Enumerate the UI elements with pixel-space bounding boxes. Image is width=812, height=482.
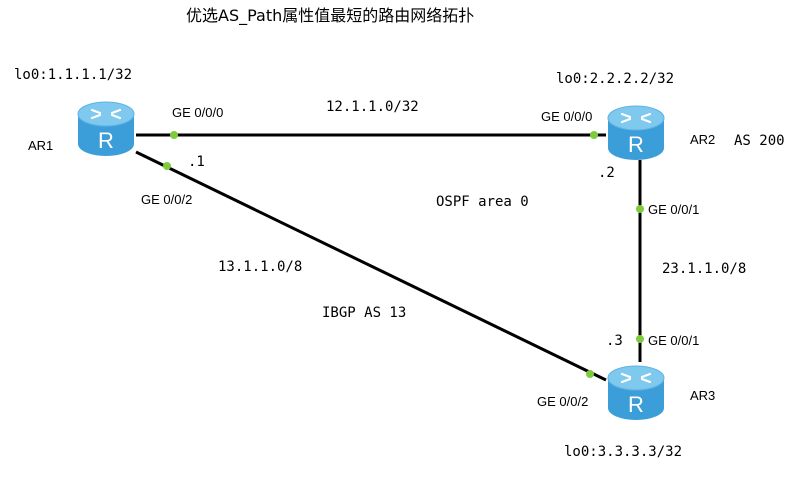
port-dot-ar3-ge001	[636, 335, 644, 343]
port-dot-ar2-ge000	[590, 131, 598, 139]
router-glyph: R	[628, 132, 644, 157]
ar2-as: AS 200	[734, 133, 785, 149]
router-ar2-icon[interactable]: R	[606, 104, 666, 162]
subnet-ar2-ar3: 23.1.1.0/8	[662, 261, 747, 277]
ar2-loopback: lo0:2.2.2.2/32	[556, 71, 675, 87]
ar2-port-ge000: GE 0/0/0	[541, 109, 593, 124]
ar2-name: AR2	[690, 132, 716, 147]
ibgp-label: IBGP AS 13	[322, 305, 407, 321]
router-ar3-icon[interactable]: R	[606, 364, 666, 422]
ar1-loopback: lo0:1.1.1.1/32	[14, 67, 133, 83]
router-glyph: R	[98, 128, 114, 153]
link-ar1-ar3	[135, 150, 607, 382]
ar2-host-id: .2	[598, 165, 615, 181]
ar1-host-id: .1	[188, 154, 205, 170]
subnet-ar1-ar3: 13.1.1.0/8	[218, 259, 303, 275]
ar1-port-ge000: GE 0/0/0	[172, 105, 224, 120]
ar3-port-ge001: GE 0/0/1	[648, 333, 700, 348]
ar3-port-ge002: GE 0/0/2	[537, 394, 589, 409]
router-ar1-icon[interactable]: R	[76, 100, 136, 158]
port-dot-ar2-ge001	[636, 205, 644, 213]
ar2-port-ge001: GE 0/0/1	[648, 202, 700, 217]
ar3-name: AR3	[690, 388, 716, 403]
router-glyph: R	[628, 392, 644, 417]
port-dot-ar3-ge002	[586, 370, 594, 378]
ospf-area-label: OSPF area 0	[436, 194, 529, 210]
ar1-name: AR1	[28, 138, 54, 153]
diagram-title: 优选AS_Path属性值最短的路由网络拓扑	[186, 6, 475, 25]
ar3-loopback: lo0:3.3.3.3/32	[564, 444, 683, 460]
port-dot-ar1-ge002	[163, 162, 171, 170]
ar3-host-id: .3	[606, 333, 623, 349]
subnet-ar1-ar2: 12.1.1.0/32	[326, 99, 419, 115]
port-dot-ar1-ge000	[170, 131, 178, 139]
ar1-port-ge002: GE 0/0/2	[141, 192, 193, 207]
